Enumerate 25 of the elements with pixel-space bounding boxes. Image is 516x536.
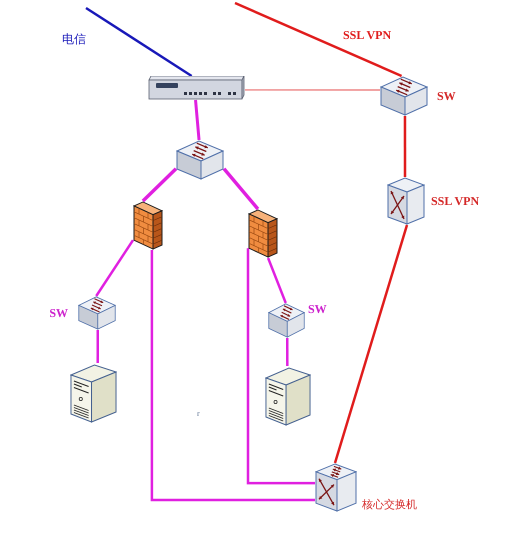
- device-label: SW: [49, 307, 68, 319]
- network-appliance-icon: [148, 76, 245, 100]
- network-link: [150, 250, 315, 502]
- device-label: SW: [437, 90, 456, 102]
- network-link: [404, 116, 406, 177]
- edge-label: 电信: [62, 33, 86, 45]
- server-icon: [265, 366, 311, 426]
- firewall-icon: [133, 201, 163, 250]
- device-label: 核心交换机: [362, 498, 417, 512]
- network-link: [142, 168, 178, 202]
- network-link: [96, 330, 99, 363]
- device-label: SSL VPN: [431, 195, 480, 207]
- network-link: [85, 6, 192, 78]
- network-link: [286, 338, 289, 366]
- network-link: [194, 100, 201, 140]
- edge-label: SSL VPN: [343, 29, 392, 41]
- network-link: [245, 89, 380, 91]
- network-switch-icon: [176, 140, 224, 180]
- server-icon: [70, 363, 117, 423]
- firewall-icon: [248, 209, 278, 258]
- network-link: [234, 2, 402, 78]
- network-link: [334, 224, 408, 464]
- network-link: [246, 248, 315, 484]
- device-label: SW: [308, 303, 327, 315]
- label-text: r: [197, 410, 200, 418]
